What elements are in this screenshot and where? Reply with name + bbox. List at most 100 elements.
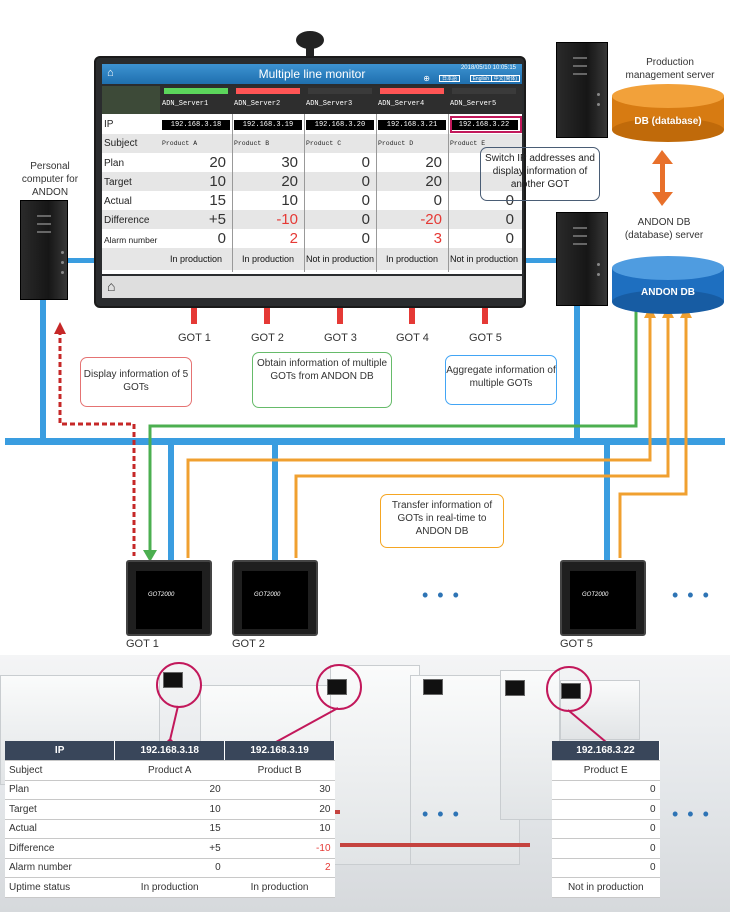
got-label-2: GOT 2 [232,638,265,650]
got5-highlight-circle [546,666,592,712]
ellipsis-4: • • • [672,804,711,824]
difference-value: -10 [276,211,298,228]
ip-value: 192.168.3.20 [306,120,374,130]
arrow-label-got1: GOT 1 [178,332,211,344]
status-value: Not in production [449,254,519,264]
globe-icon[interactable]: ⊕ [423,74,430,83]
got-label-5: GOT 5 [560,638,593,650]
plan-value: 20 [425,154,442,171]
ip-value: 192.168.3.22 [450,120,518,130]
alarm-value: 0 [505,230,514,247]
status-bar [452,88,516,94]
row-label-ip: IP [104,119,114,130]
status-value: In production [241,254,295,264]
production-server-icon [556,42,608,138]
monitor-grid: IP Subject Plan Target Actual Difference… [102,86,522,274]
alarm-value: 0 [361,230,370,247]
target-value: 10 [209,173,226,190]
alarm-value: 2 [289,230,298,247]
actual-value: 10 [281,192,298,209]
andon-server-label: ANDON DB (database) server [624,217,704,241]
plan-value: 0 [361,154,370,171]
row-label-alarm: Alarm number [104,235,158,245]
status-bar [236,88,300,94]
status-value: Not in production [305,254,375,264]
callout-obtain-info: Obtain information of multiple GOTs from… [252,352,392,408]
subject-value: Product C [306,140,342,147]
plan-value: 20 [209,154,226,171]
row-label-actual: Actual [104,196,132,207]
difference-value: -20 [420,211,442,228]
server-name: ADN_Server5 [450,100,497,108]
callout-switch-ip: Switch IP addresses and display informat… [480,147,600,201]
row-label-difference: Difference [104,215,150,226]
difference-value: +5 [208,211,226,228]
got1-highlight-circle [156,662,202,708]
transfer-line-1 [186,314,652,558]
alarm-value: 0 [217,230,226,247]
row-label-plan: Plan [104,158,125,169]
target-value: 20 [281,173,298,190]
got-device-5: GOT2000 [560,560,646,636]
got-device-1: GOT2000 [126,560,212,636]
subject-value: Product E [450,140,486,147]
callout-display-info: Display information of 5 GOTs [80,357,192,407]
pc-tower-icon [20,200,68,300]
got-device-2: GOT2000 [232,560,318,636]
status-bar [164,88,228,94]
target-value: 20 [425,173,442,190]
arrow-label-got4: GOT 4 [396,332,429,344]
transfer-line-2 [294,314,670,558]
status-value: In production [385,254,439,264]
plan-value: 30 [281,154,298,171]
got5-info-table: 192.168.3.22 Product E 0 0 0 0 0 Not in … [552,741,660,898]
row-label-target: Target [104,177,132,188]
status-bar [308,88,372,94]
got-label-1: GOT 1 [126,638,159,650]
db-cylinder-icon [612,84,724,142]
line-monitor: ⌂ Multiple line monitor 2018/05/10 10:05… [94,56,526,308]
andon-db-label: ANDON DB [641,287,695,298]
obtain-line [148,300,638,556]
actual-value: 15 [209,192,226,209]
home-icon[interactable]: ⌂ [107,67,114,79]
ip-value: 192.168.3.19 [234,120,302,130]
andon-server-icon [556,212,608,306]
lang-button-en[interactable]: English [469,75,492,82]
status-value: In production [169,254,223,264]
network-bus [5,438,725,445]
monitor-datetime: 2018/05/10 10:05:15 [460,65,516,71]
subject-value: Product D [378,140,414,147]
row-label-subject: Subject [104,138,138,149]
difference-value: 0 [505,211,514,228]
db-label: DB (database) [634,116,702,127]
status-bar [380,88,444,94]
ip-value: 192.168.3.21 [378,120,446,130]
server-name: ADN_Server4 [378,100,425,108]
callout-transfer: Transfer information of GOTs in real-tim… [380,494,504,548]
arrow-label-got2: GOT 2 [251,332,284,344]
arrow-label-got3: GOT 3 [324,332,357,344]
monitor-title-bar: ⌂ Multiple line monitor 2018/05/10 10:05… [102,64,522,84]
ellipsis-1: • • • [422,585,461,605]
subject-value: Product A [162,140,198,147]
target-value: 0 [361,173,370,190]
andon-db-cylinder-icon [612,256,724,314]
server-name: ADN_Server3 [306,100,353,108]
display-line [58,330,136,556]
pc-label: Personal computer for ANDON [21,161,79,198]
lang-button-ja[interactable]: 日本語 [438,75,460,82]
callout-aggregate: Aggregate information of multiple GOTs [445,355,557,405]
arrow-label-got5: GOT 5 [469,332,502,344]
ellipsis-3: • • • [422,804,461,824]
transfer-line-3 [618,314,688,558]
ip-highlight-box [450,116,522,133]
production-server-label: Production management server [625,57,715,81]
lang-button-zh[interactable]: 中文(简体) [490,75,520,82]
home-icon-footer[interactable]: ⌂ [107,278,116,294]
actual-value: 0 [361,192,370,209]
monitor-title: Multiple line monitor [258,67,366,81]
alarm-value: 3 [433,230,442,247]
ip-value: 192.168.3.18 [162,120,230,130]
